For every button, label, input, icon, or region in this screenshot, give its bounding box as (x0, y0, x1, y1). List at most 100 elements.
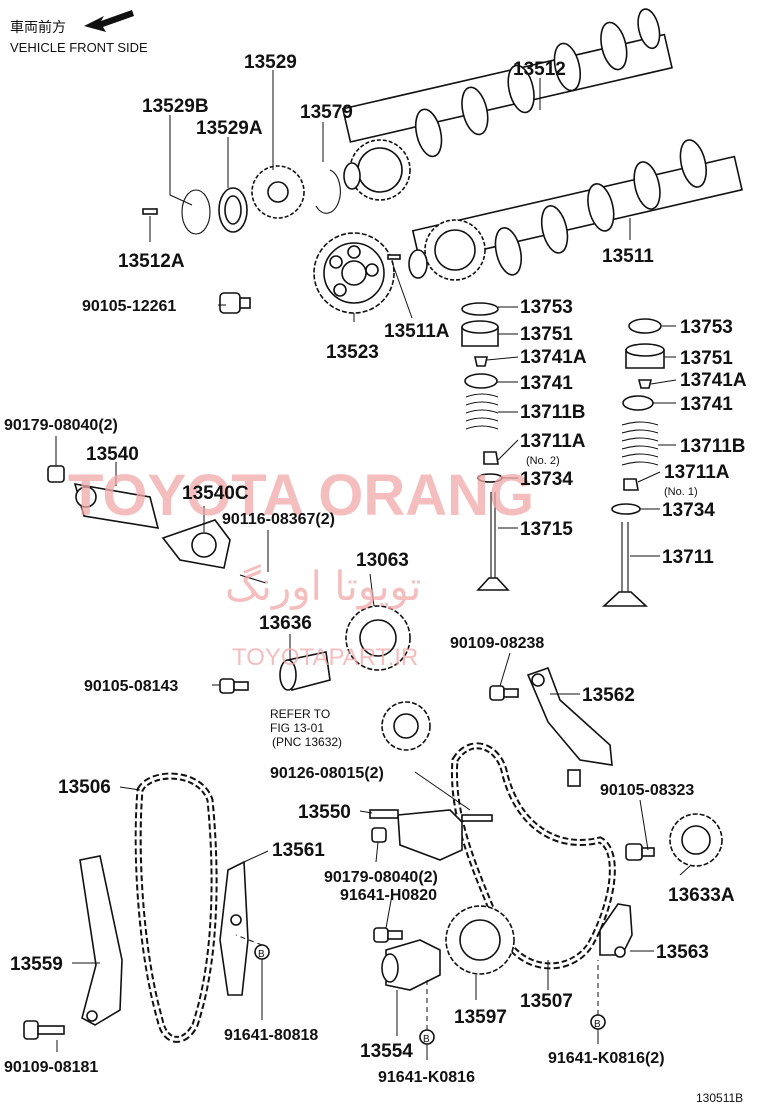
bolt-90105-12261 (219, 292, 251, 314)
label-90109-08238: 90109-08238 (450, 635, 544, 652)
wave-washer-13529A (218, 187, 248, 233)
label-13734-a: 13734 (520, 469, 573, 490)
label-13711A-b: 13711A (664, 462, 730, 483)
label-13523: 13523 (326, 342, 379, 363)
label-13741A-a: 13741A (520, 347, 587, 368)
label-91641-K0816-2: 91641-K0816(2) (548, 1050, 665, 1067)
gear-13597 (445, 905, 515, 975)
label-13512: 13512 (513, 59, 566, 80)
snap-ring-13529B (181, 189, 211, 235)
camshaft-13511 (408, 139, 743, 281)
gear-13633A (669, 813, 723, 867)
diagram-id: 130511B (696, 1091, 743, 1105)
label-13550: 13550 (298, 802, 351, 823)
bolt-90109-08181 (23, 1020, 65, 1040)
pin-13512A (142, 208, 158, 215)
nut-90179-08040 (371, 827, 387, 843)
leader-lines (55, 70, 691, 1060)
label-13711A-a: 13711A (520, 431, 586, 452)
label-13636: 13636 (259, 613, 312, 634)
label-13512A: 13512A (118, 251, 185, 272)
pin-13511A (387, 254, 401, 260)
label-13561: 13561 (272, 840, 325, 861)
label-90109-08181: 90109-08181 (4, 1059, 98, 1076)
label-13711B-a: 13711B (520, 402, 586, 423)
bolt-90105-08143 (219, 678, 249, 694)
tensioner-arm-13561 (219, 860, 249, 996)
oil-control-valve-13540 (47, 465, 160, 529)
front-arrow-icon (84, 10, 134, 32)
ref-note-line1: REFER TO (270, 707, 330, 721)
label-13597: 13597 (454, 1007, 507, 1028)
tensioner-13554 (381, 939, 441, 991)
label-13751-b: 13751 (680, 348, 733, 369)
label-13511: 13511 (602, 246, 654, 267)
label-91641-K0816: 91641-K0816 (378, 1069, 475, 1086)
bolt-marker-b1: B (254, 944, 270, 960)
bolt-marker-b3: B (590, 1014, 606, 1030)
label-90105-08143: 90105-08143 (84, 678, 178, 695)
label-13753-a: 13753 (520, 297, 573, 318)
watermark-latin: TOYOTA ORANG (68, 463, 534, 528)
valve-column-intake (601, 318, 665, 607)
watermark-url: TOYOTAPART.IR (232, 644, 418, 671)
label-13711B-b: 13711B (680, 436, 746, 457)
chain-guide-13563 (599, 903, 633, 958)
label-13540C: 13540C (182, 483, 249, 504)
label-13511A: 13511A (384, 321, 450, 342)
chain-13507 (450, 742, 616, 970)
label-no1: (No. 1) (664, 486, 698, 498)
snap-ring-13579 (315, 169, 341, 214)
ref-note-line2: FIG 13-01 (270, 721, 324, 735)
gear-13523 (313, 232, 395, 314)
label-no2: (No. 2) (526, 455, 560, 467)
gear-ref-13632 (381, 701, 431, 751)
shaft-13636 (279, 651, 331, 692)
chain-guide-13559 (79, 855, 123, 1026)
gear-13529 (251, 165, 305, 219)
label-13563: 13563 (656, 942, 709, 963)
label-13579: 13579 (300, 102, 353, 123)
label-13529B: 13529B (142, 96, 209, 117)
bolt-91641-H0820 (373, 927, 403, 943)
watermark-arabic: تويوتا اورنگ (225, 564, 421, 610)
label-13715: 13715 (520, 519, 573, 540)
bolt-90109-08238 (489, 685, 519, 701)
label-90116-08367: 90116-08367(2) (222, 511, 335, 528)
orientation-japanese: 車両前方 (10, 19, 66, 36)
label-13507: 13507 (520, 991, 573, 1012)
orientation-english: VEHICLE FRONT SIDE (10, 40, 148, 55)
label-13540: 13540 (86, 444, 139, 465)
label-91641-H0820: 91641-H0820 (340, 887, 437, 904)
label-90179-08040-a: 90179-08040(2) (4, 417, 118, 434)
part-labels: 13529 13512 13529B 13579 13529A 13512A 1… (4, 52, 747, 1086)
label-13753-b: 13753 (680, 317, 733, 338)
svg-text:B: B (594, 1019, 601, 1030)
label-13529A: 13529A (196, 118, 263, 139)
label-13554: 13554 (360, 1041, 413, 1062)
label-13529: 13529 (244, 52, 297, 73)
label-13741A-b: 13741A (680, 370, 747, 391)
label-13633A: 13633A (668, 885, 735, 906)
svg-text:B: B (258, 949, 265, 960)
tensioner-13550 (369, 809, 493, 861)
gear-13063 (345, 605, 411, 671)
label-13741-a: 13741 (520, 373, 573, 394)
camshaft-13512 (341, 8, 673, 201)
stud-90116-08367 (239, 574, 267, 584)
label-90105-08323: 90105-08323 (600, 782, 694, 799)
label-91641-80818: 91641-80818 (224, 1027, 318, 1044)
gasket-13540C (161, 519, 231, 569)
bolt-90105-08323 (625, 843, 655, 861)
chain-guide-13562 (526, 666, 613, 787)
chain-13506 (134, 772, 218, 1043)
bolt-marker-b2: B (419, 1029, 435, 1045)
valve-column-exhaust (461, 302, 510, 591)
ref-note-line3: (PNC 13632) (272, 735, 342, 749)
svg-text:B: B (423, 1034, 430, 1045)
label-13751-a: 13751 (520, 324, 573, 345)
label-90126-08015: 90126-08015(2) (270, 765, 384, 782)
label-13711: 13711 (662, 547, 714, 568)
